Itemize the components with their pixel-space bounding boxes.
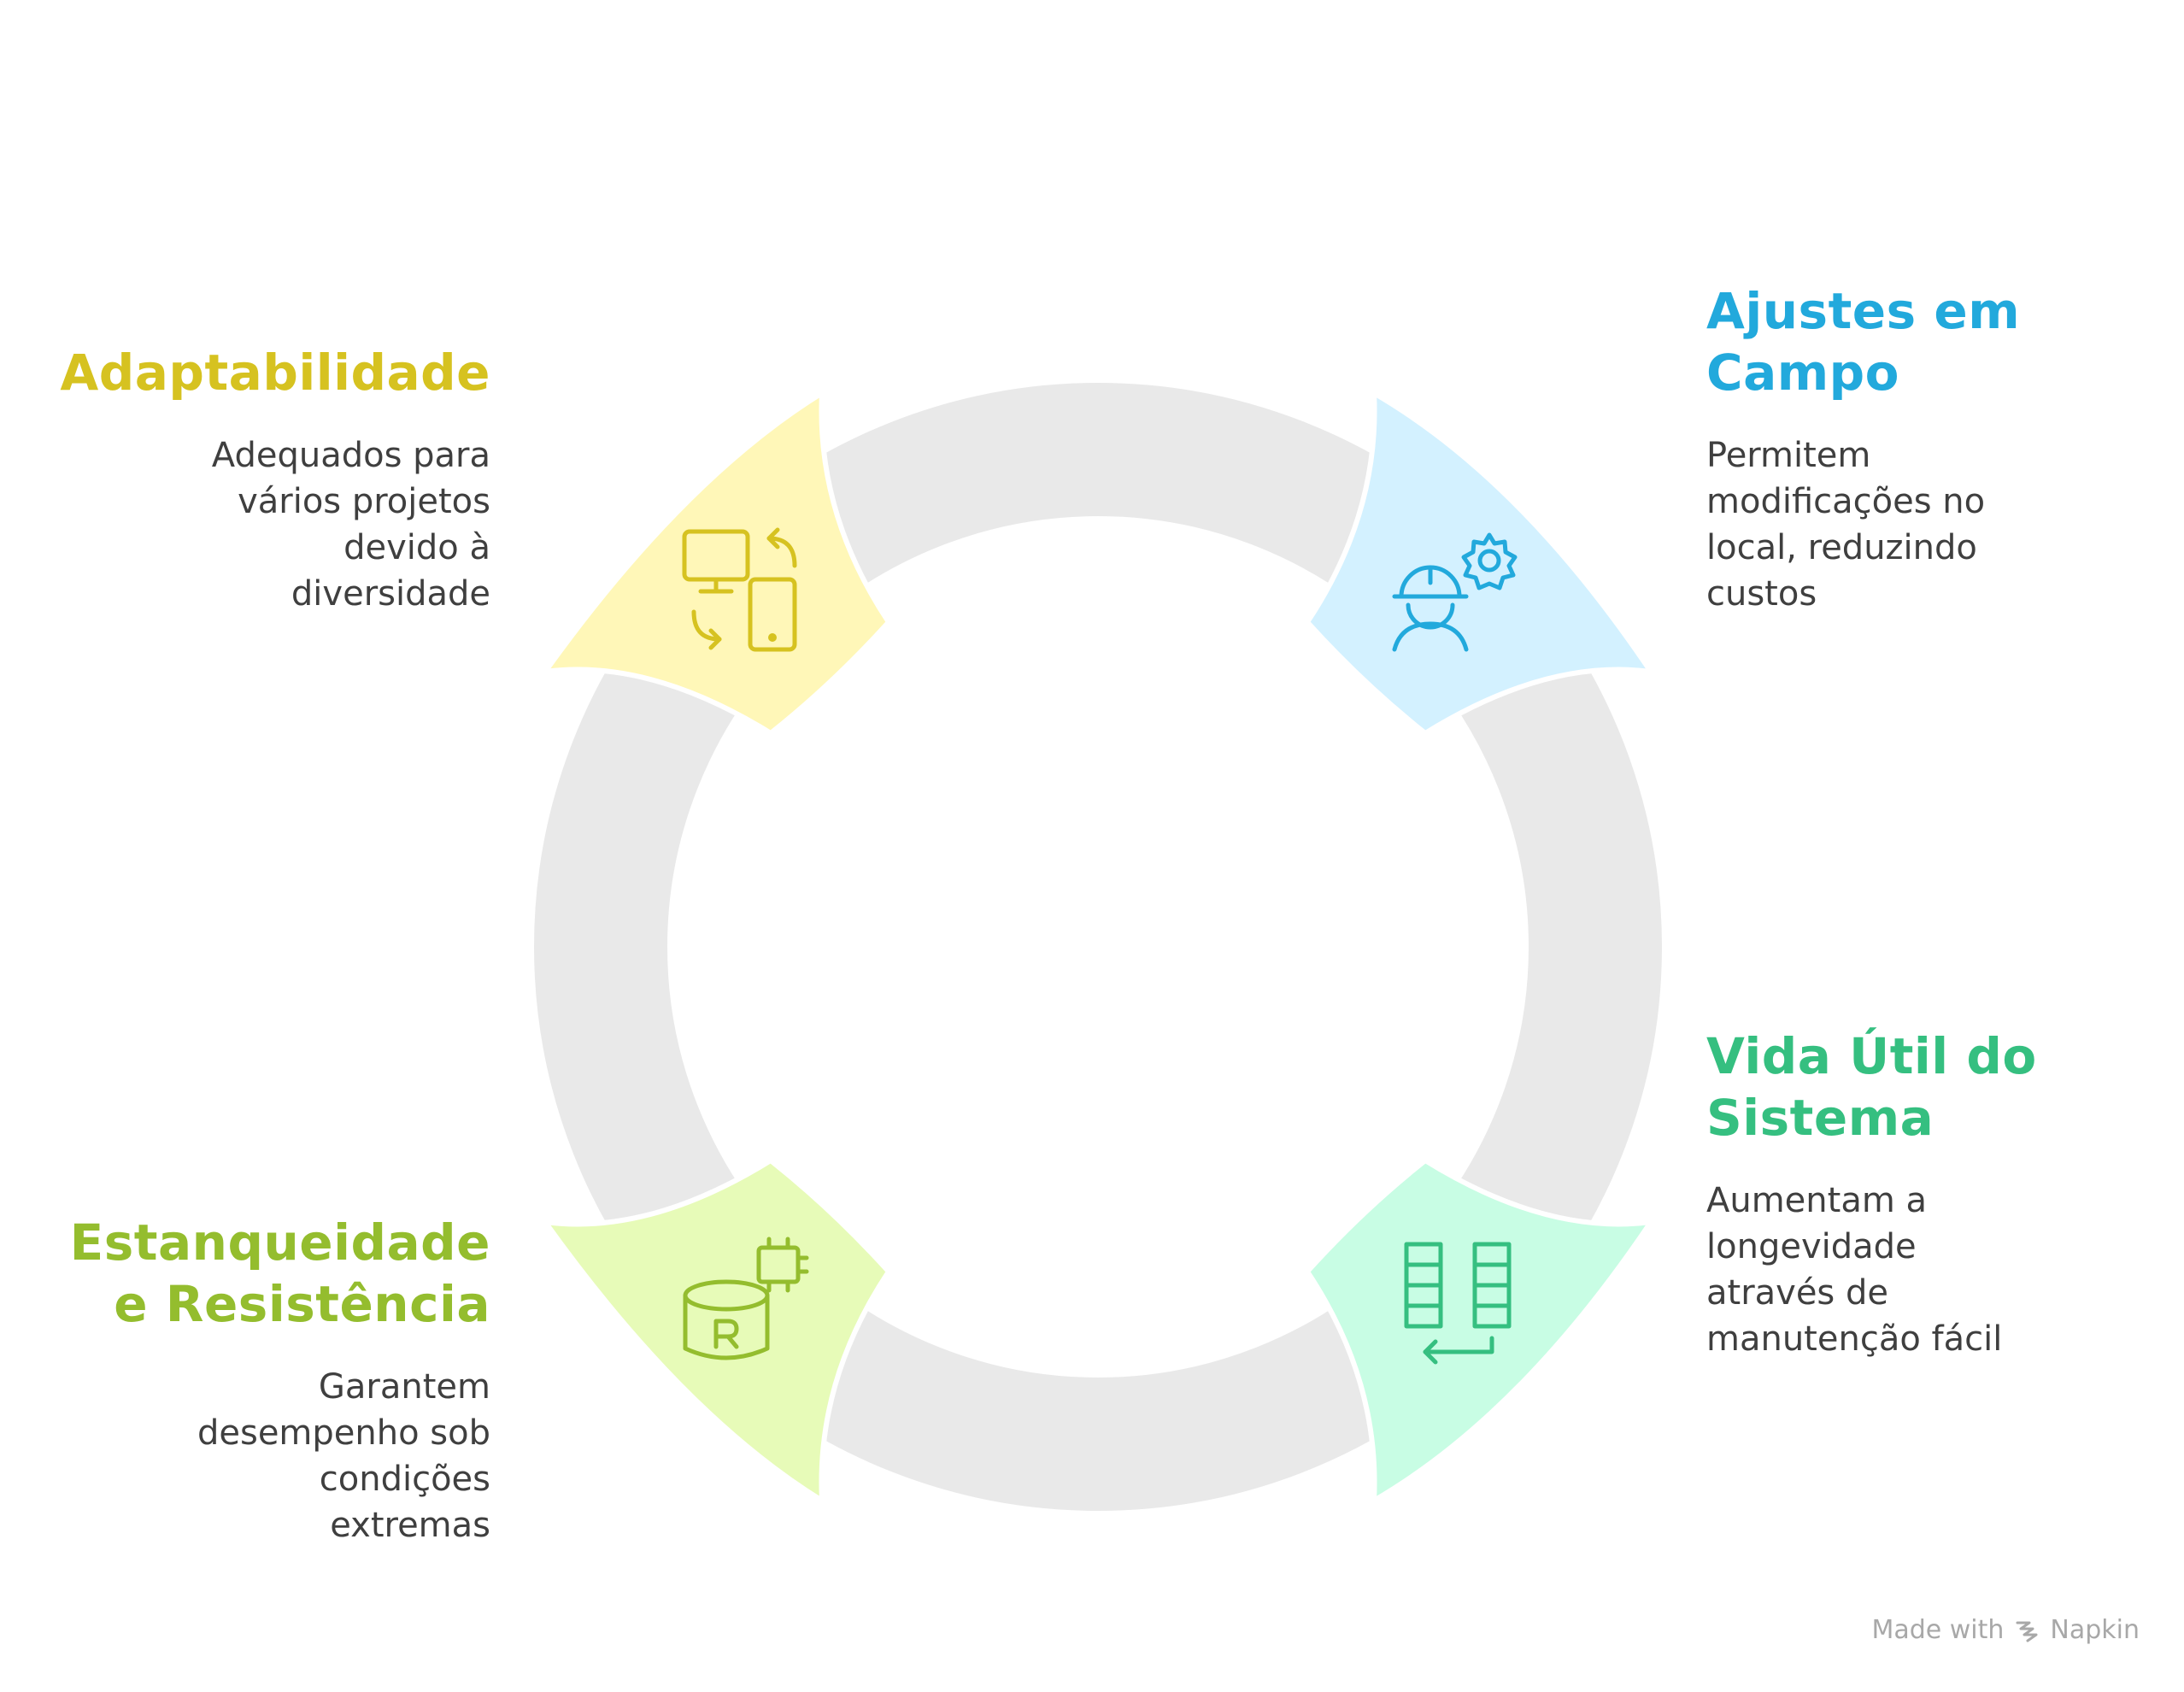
ajustes-block: Ajustes em Campo Permitem modificações n… — [1706, 280, 2168, 617]
adaptabilidade-title: Adaptabilidade — [60, 344, 490, 402]
vida-description: Aumentam a longevidade através de manute… — [1706, 1181, 2003, 1359]
columns-return-icon — [1404, 1242, 1512, 1365]
segment-ajustes — [1305, 391, 1653, 736]
estanqueidade-title: Estanqueidade e Resistência — [69, 1213, 490, 1333]
adaptabilidade-block: Adaptabilidade Adequados para vários pro… — [0, 342, 490, 617]
segment-vida — [1305, 1158, 1653, 1503]
segment-estanqueidade — [543, 1158, 891, 1503]
adaptabilidade-description: Adequados para vários projetos devido à … — [211, 436, 490, 614]
segment-vida-shape — [1305, 1158, 1653, 1503]
made-with-label: Made with — [1871, 1615, 2005, 1645]
napkin-logo-icon — [2016, 1621, 2038, 1642]
worker-gear-icon — [1392, 532, 1518, 652]
estanqueidade-description: Garantem desempenho sob condições extrem… — [197, 1367, 490, 1545]
vida-title: Vida Útil do Sistema — [1706, 1027, 2037, 1147]
cycle-ring — [534, 383, 1662, 1511]
segment-adaptabilidade — [543, 391, 891, 736]
segment-adaptabilidade-shape — [543, 391, 891, 736]
devices-sync-icon — [682, 527, 797, 652]
made-with-napkin[interactable]: Made with Napkin — [1871, 1615, 2140, 1645]
ajustes-description: Permitem modificações no local, reduzind… — [1706, 436, 1986, 614]
estanqueidade-block: Estanqueidade e Resistência Garantem des… — [0, 1212, 490, 1548]
vida-block: Vida Útil do Sistema Aumentam a longevid… — [1706, 1025, 2168, 1362]
napkin-brand: Napkin — [2050, 1615, 2140, 1645]
resistant-database-icon — [683, 1237, 809, 1360]
ajustes-title: Ajustes em Campo — [1706, 282, 2021, 402]
